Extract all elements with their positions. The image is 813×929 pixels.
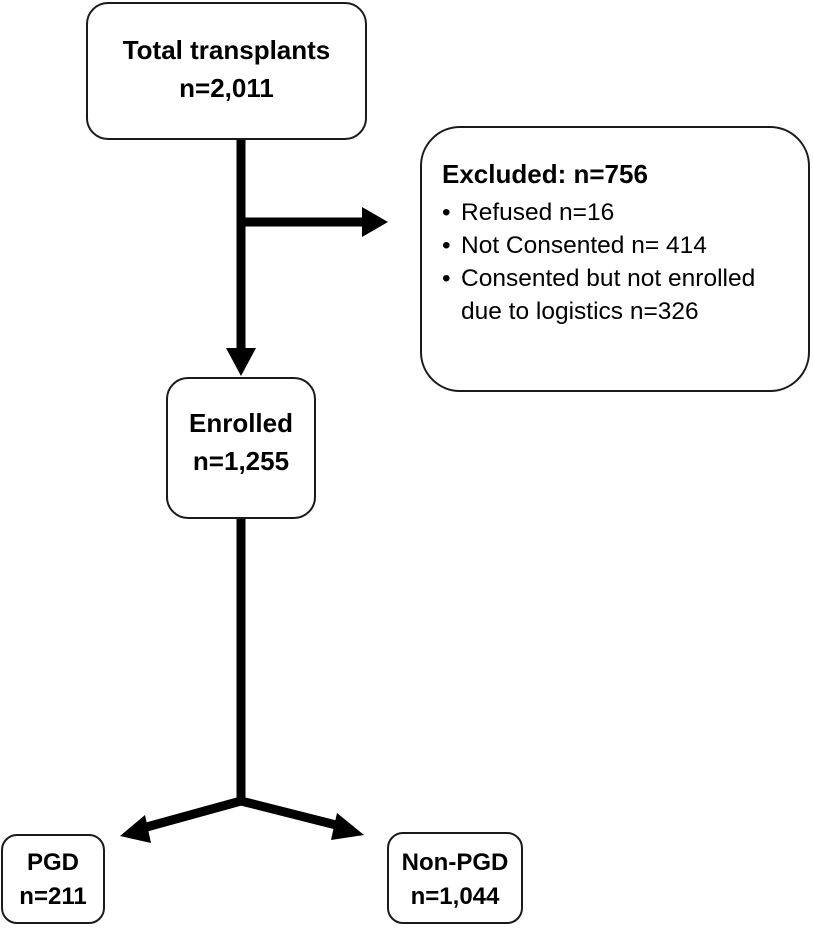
- excluded-reason-continuation: due to logistics n=326: [461, 298, 699, 325]
- excluded-reason-text: Refused n=16: [461, 199, 615, 226]
- non-pgd-box: Non-PGD n=1,044: [387, 832, 523, 924]
- excluded-reason-not-consented: • Not Consented n= 414: [442, 229, 808, 262]
- arrowhead-excluded: [362, 207, 388, 237]
- non-pgd-title: Non-PGD: [401, 849, 509, 876]
- arrowhead-enrolled: [226, 348, 256, 376]
- pgd-title: PGD: [26, 849, 79, 876]
- arrowhead-nonpgd: [331, 813, 364, 840]
- excluded-reasons-list: • Refused n=16 • Not Consented n= 414 • …: [422, 196, 808, 328]
- excluded-reason-refused: • Refused n=16: [442, 196, 808, 229]
- non-pgd-count: n=1,044: [410, 883, 500, 910]
- total-transplants-box: Total transplants n=2,011: [86, 2, 367, 140]
- pgd-box: PGD n=211: [1, 834, 105, 924]
- connector-to-nonpgd: [236, 796, 345, 831]
- pgd-count: n=211: [19, 883, 87, 910]
- excluded-reason-text: Not Consented n= 414: [461, 232, 707, 259]
- arrowhead-pgd: [120, 815, 151, 843]
- enrolled-count: n=1,255: [192, 446, 290, 476]
- excluded-title: Excluded: n=756: [442, 159, 648, 189]
- total-title: Total transplants: [122, 35, 331, 65]
- connector-to-pgd: [138, 796, 246, 833]
- bullet: •: [442, 232, 451, 259]
- bullet: •: [442, 265, 451, 292]
- total-count: n=2,011: [179, 73, 274, 103]
- enrolled-box: Enrolled n=1,255: [166, 377, 316, 519]
- excluded-reason-logistics: • Consented but not enrolled due to logi…: [442, 262, 808, 328]
- bullet: •: [442, 199, 451, 226]
- excluded-reason-text: Consented but not enrolled: [461, 265, 756, 292]
- excluded-box: Excluded: n=756 • Refused n=16 • Not Con…: [420, 126, 810, 392]
- enrolled-title: Enrolled: [188, 408, 293, 438]
